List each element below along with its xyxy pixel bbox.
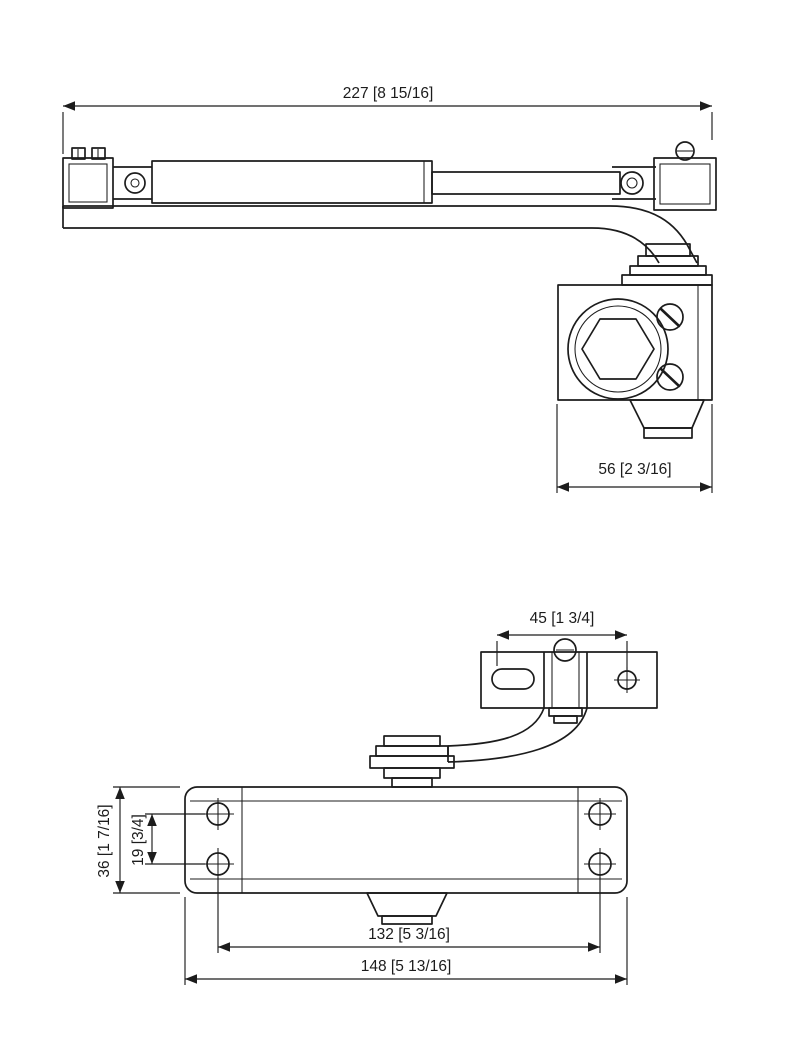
dim-label-bracket-width: 45 [1 3/4] <box>530 610 595 627</box>
spindle-plate <box>629 265 707 276</box>
spindle-plate <box>375 745 449 757</box>
mounting-slot <box>491 668 535 690</box>
body-bottom-tab <box>629 399 705 429</box>
pivot-pin <box>124 172 146 194</box>
mounting-bracket <box>480 638 658 724</box>
valve-screw-icon <box>656 303 684 331</box>
pinion-stack <box>621 243 713 286</box>
body-outline <box>184 786 628 894</box>
forearm-assembly <box>113 160 656 204</box>
mounting-screw <box>584 798 616 830</box>
elbow-pivot <box>620 171 644 195</box>
dim-label-body-height: 36 [1 7/16] <box>96 804 113 877</box>
dim-hole-spacing-horizontal: 132 [5 3/16] <box>217 877 601 953</box>
spindle-neck <box>391 777 433 788</box>
spindle-plate <box>383 735 441 747</box>
arm-edge <box>447 707 545 747</box>
top-view: 227 [8 15/16] <box>62 85 717 493</box>
dim-body-length: 148 [5 13/16] <box>184 897 628 985</box>
bracket-outline <box>62 157 114 209</box>
screw-icon <box>91 147 106 160</box>
screw-icon <box>675 141 695 161</box>
arm-shoe-bracket <box>62 147 146 209</box>
dim-label-hole-spacing-horizontal: 132 [5 3/16] <box>368 926 450 943</box>
dim-hole-spacing-vertical: 19 [3/4] <box>130 813 205 866</box>
pivot-washer <box>553 715 578 724</box>
piston-rod <box>431 171 621 195</box>
elbow-bracket <box>653 141 717 211</box>
screw-icon <box>71 147 86 160</box>
pivot-washer <box>548 707 583 717</box>
pinion-boss-inner <box>574 305 662 393</box>
mounting-screw <box>202 848 234 880</box>
spindle-flange <box>369 755 455 769</box>
dim-body-depth: 56 [2 3/16] <box>556 404 713 493</box>
mounting-screw <box>584 848 616 880</box>
dim-overall-length: 227 [8 15/16] <box>62 85 713 154</box>
screw-slot <box>659 307 681 328</box>
body-bottom-tab-foot <box>643 427 693 439</box>
valve-screw-icon <box>656 363 684 391</box>
closer-body-end <box>557 284 713 439</box>
mounting-screw <box>202 798 234 830</box>
spindle-flange <box>621 274 713 286</box>
elbow-pivot-center <box>626 177 638 189</box>
front-view: 45 [1 3/4] <box>96 610 658 985</box>
dim-body-height: 36 [1 7/16] <box>96 786 180 894</box>
arm-top-edge <box>63 205 698 264</box>
body-bottom-tab <box>366 892 448 917</box>
piston-tube <box>151 160 433 204</box>
spindle-stack-front <box>369 735 455 788</box>
hex-socket <box>581 318 655 380</box>
main-arm <box>62 205 698 264</box>
pivot-pin-center <box>130 178 140 188</box>
dim-label-body-length: 148 [5 13/16] <box>361 958 452 975</box>
spindle-plate <box>383 767 441 779</box>
bracket-outline <box>653 157 717 211</box>
pinion-boss-outer <box>567 298 669 400</box>
body-bottom-tab-foot <box>381 915 433 925</box>
closer-body-front <box>184 786 628 925</box>
dim-bracket-width: 45 [1 3/4] <box>496 610 628 670</box>
screw-slot <box>659 367 681 388</box>
arm-bottom-edge <box>63 227 660 264</box>
bracket-inner <box>68 163 108 203</box>
bracket-inner <box>659 163 711 205</box>
dim-label-hole-spacing-vertical: 19 [3/4] <box>130 814 147 866</box>
dim-label-body-depth: 56 [2 3/16] <box>598 461 671 478</box>
arm-edge <box>447 707 588 763</box>
dim-label-overall-length: 227 [8 15/16] <box>343 85 434 102</box>
pivot-screw-icon <box>553 638 577 662</box>
spindle-plate <box>637 255 699 267</box>
